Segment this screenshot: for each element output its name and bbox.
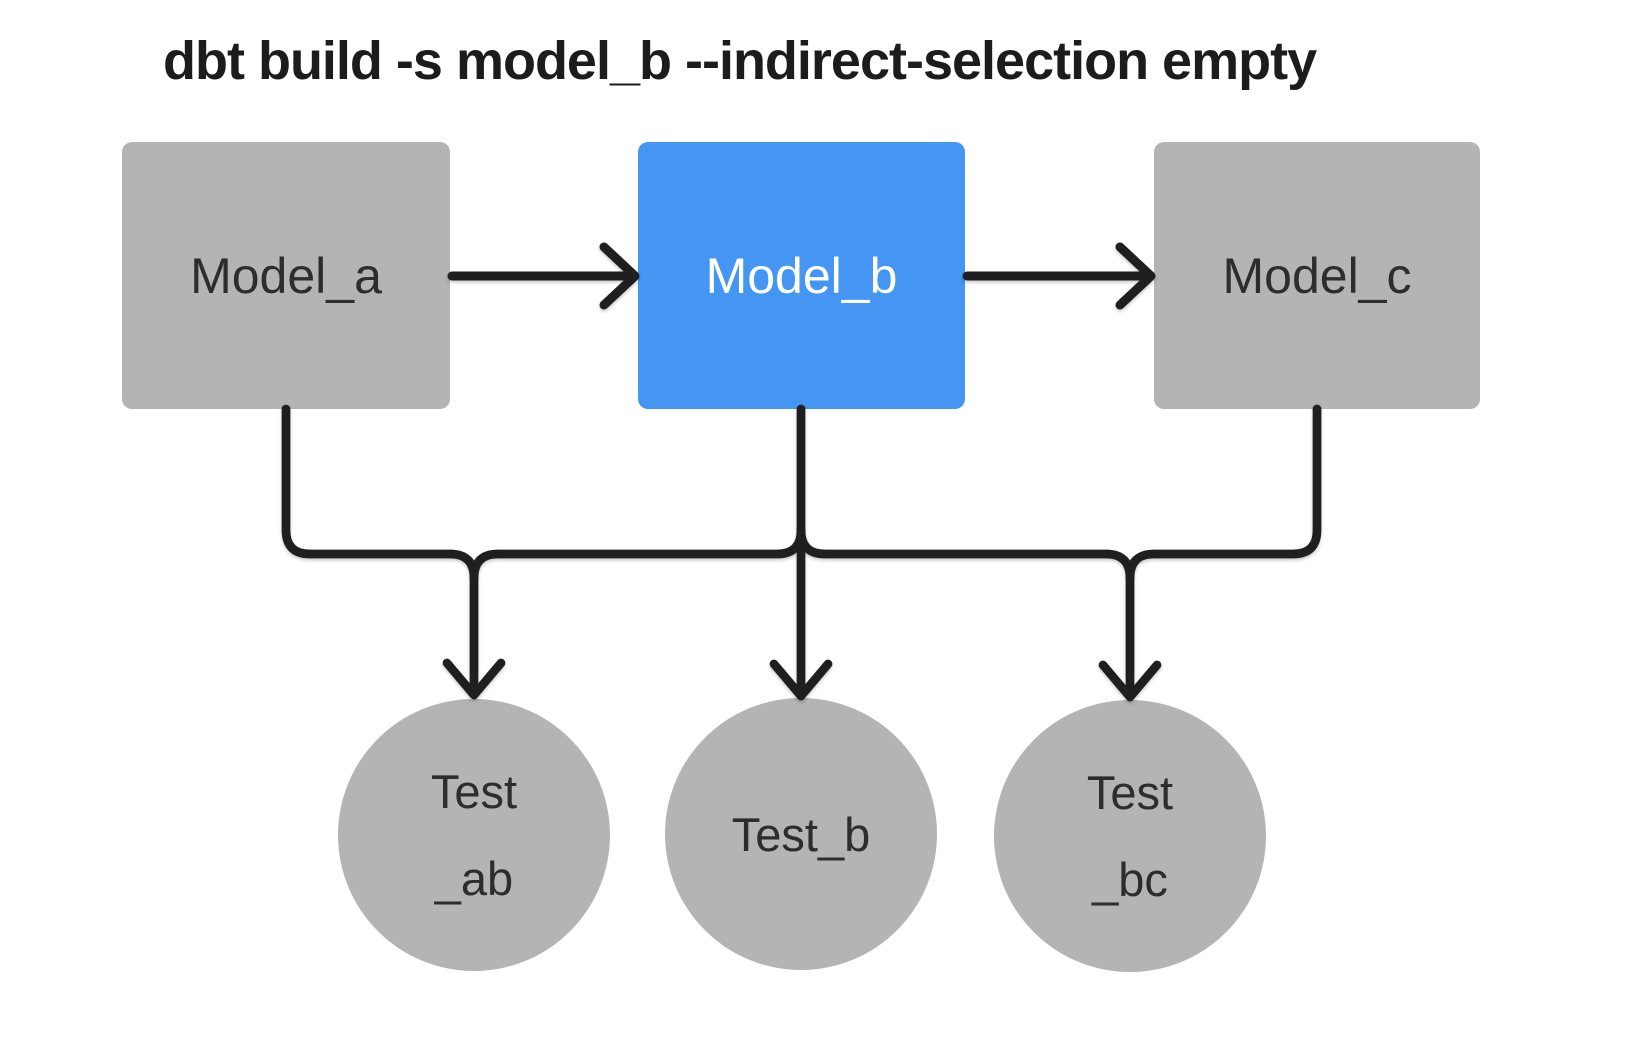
node-model-b-selected: Model_b [638, 142, 965, 409]
node-model-c: Model_c [1154, 142, 1480, 409]
diagram-title: dbt build -s model_b --indirect-selectio… [163, 31, 1317, 91]
edge-model-c-to-test-bc [1125, 404, 1322, 698]
node-model-a-label: Model_a [190, 247, 382, 304]
node-test-ab-label-line1: Test [430, 765, 518, 818]
arrowhead-model-c [1115, 242, 1156, 310]
node-test-bc-label-line1: Test [1086, 766, 1174, 819]
arrowhead-test-bc [1098, 660, 1162, 702]
node-model-c-label: Model_c [1222, 247, 1412, 304]
node-test-ab-label-line2: _ab [434, 852, 514, 905]
arrowhead-test-b [769, 659, 833, 701]
node-test-bc-label-line2: _bc [1092, 853, 1168, 906]
node-test-bc: Test _bc [994, 700, 1266, 972]
arrowhead-model-b [599, 242, 640, 310]
node-test-ab: Test _ab [338, 699, 610, 971]
edge-model-b-to-test-ab [469, 525, 806, 583]
node-test-b-label-line1: Test_b [731, 807, 871, 861]
node-model-b-label: Model_b [705, 247, 898, 304]
node-model-a: Model_a [122, 142, 450, 409]
edge-model-a-to-test-ab [281, 404, 479, 696]
node-test-b: Test_b [665, 698, 937, 970]
arrowhead-test-ab [442, 658, 506, 700]
edge-model-b-to-test-bc [796, 525, 1135, 583]
